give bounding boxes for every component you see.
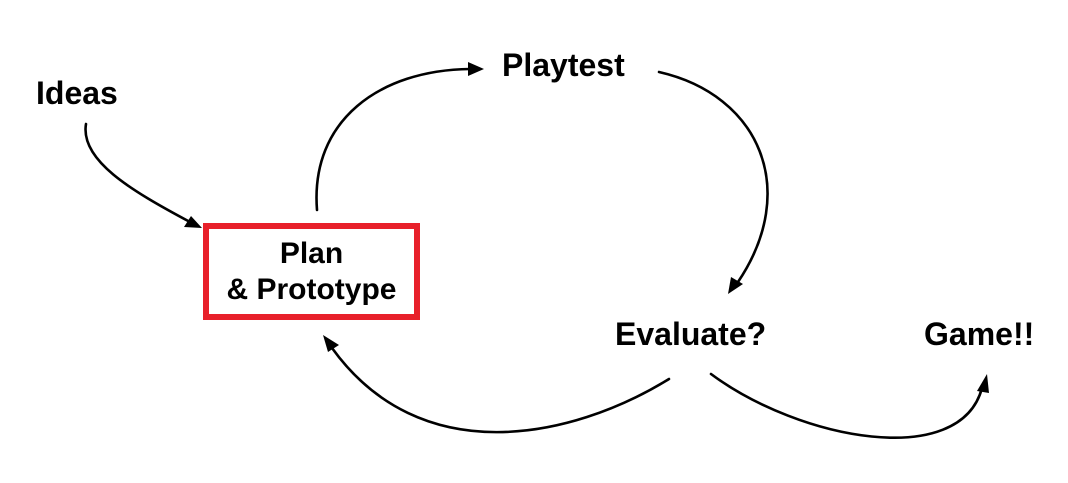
arrow-playtest-to-evaluate [657,70,769,284]
arrowhead-ideas-to-plan [184,216,202,228]
node-ideas: Ideas [36,75,118,111]
arrow-plan-to-playtest [315,67,472,212]
node-game: Game!! [924,316,1035,352]
node-playtest: Playtest [502,47,625,83]
arrow-evaluate-to-game [709,372,984,439]
node-evaluate: Evaluate? [615,316,767,352]
arrow-evaluate-to-plan [330,346,671,434]
arrowhead-evaluate-to-plan [323,335,339,352]
plan-label-line2: & Prototype [226,272,397,306]
node-plan-prototype-highlighted: Plan & Prototype [203,223,420,320]
plan-label-line1: Plan [279,236,344,270]
arrowhead-evaluate-to-game [977,374,989,393]
arrowhead-playtest-to-evaluate [728,277,743,294]
arrow-ideas-to-plan [84,122,192,224]
arrowhead-plan-to-playtest [468,62,484,76]
